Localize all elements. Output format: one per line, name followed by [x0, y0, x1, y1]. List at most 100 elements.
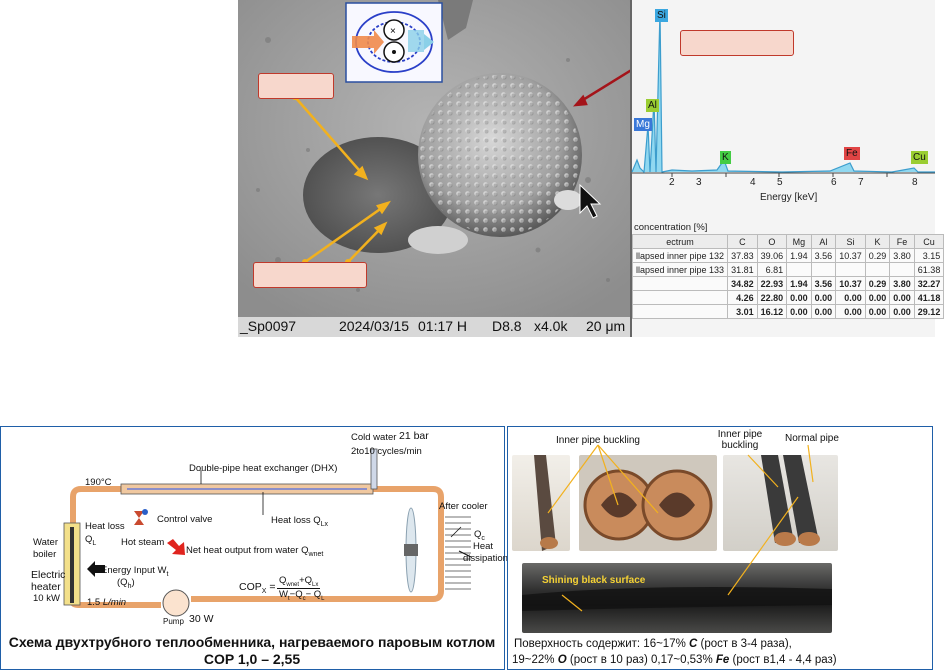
table-cell — [786, 262, 812, 277]
x-tick: 5 — [777, 177, 783, 188]
electric-heater-label: Electric heater — [31, 569, 66, 593]
sem-scale: 20 μm — [586, 318, 626, 334]
water-boiler-label: Water boiler — [33, 537, 58, 560]
photo-pipe-comparison — [723, 455, 838, 551]
table-cell: 0.00 — [864, 290, 891, 305]
table-cell: 22.80 — [756, 290, 788, 305]
heater-power-label: 10 kW — [33, 593, 60, 604]
shining-label: Shining black surface — [542, 575, 646, 586]
table-header-cell: C — [727, 234, 758, 249]
table-cell: 31.81 — [727, 262, 758, 277]
sem-mag: x4.0k — [534, 318, 568, 334]
peak-si: Si — [655, 9, 668, 22]
caption-line2: COP 1,0 – 2,55 — [203, 651, 301, 667]
qh-label: (Qh) — [117, 577, 135, 590]
table-cell — [631, 290, 729, 305]
heat-dissipation-label: Heat dissipation — [463, 541, 508, 564]
table-cell: llapsed inner pipe 133 — [631, 262, 729, 277]
x-axis-title: Energy [keV] — [760, 192, 818, 203]
table-cell — [889, 262, 915, 277]
flow-label: 1.5 L/min — [87, 597, 127, 608]
x-tick: 7 — [858, 177, 864, 188]
table-cell: 3.15 — [913, 248, 944, 263]
dhx-diagram-panel: Cold water 21 bar 2to10 cycles/min 190°C… — [0, 426, 508, 670]
cold-water-label: Cold water — [351, 432, 397, 443]
table-cell: 0.00 — [835, 304, 866, 319]
table-cell: 3.80 — [889, 276, 915, 291]
control-valve-label: Control valve — [157, 514, 213, 525]
table-header-cell: Mg — [786, 234, 812, 249]
table-cell: 0.00 — [786, 304, 812, 319]
concentration-title: concentration [%] — [634, 222, 708, 233]
table-header-cell: O — [756, 234, 788, 249]
table-cell: 32.27 — [913, 276, 944, 291]
svg-text:×: × — [390, 26, 396, 37]
sem-footer: _Sp0097 2024/03/15 01:17 H D8.8 x4.0k 20… — [238, 317, 630, 337]
table-cell: llapsed inner pipe 132 — [631, 248, 729, 263]
peak-cu: Cu — [911, 151, 928, 164]
table-cell — [835, 262, 866, 277]
table-cell — [631, 276, 729, 291]
qc-label: Qc — [474, 529, 485, 542]
after-cooler-label: After cooler — [439, 501, 488, 512]
x-tick: 4 — [750, 177, 756, 188]
sem-time: 01:17 H — [418, 318, 468, 334]
table-cell: 34.82 — [727, 276, 758, 291]
table-cell: 0.29 — [864, 276, 891, 291]
table-cell: 29.12 — [913, 304, 944, 319]
sem-image: × _Sp0097 2024/03/15 01:17 H D8.8 x4.0k … — [238, 0, 681, 337]
table-cell: 6.81 — [756, 262, 788, 277]
table-cell: 37.83 — [727, 248, 758, 263]
table-cell: 0.00 — [889, 304, 915, 319]
normal-pipe-label: Normal pipe — [785, 433, 839, 444]
dhx-label: Double-pipe heat exchanger (DHX) — [189, 463, 338, 474]
composition-line2: 19~22% O (рост в 10 раз) 0,17~0,53% Fe (… — [512, 654, 837, 666]
table-cell: 0.00 — [889, 290, 915, 305]
caption-line1: Схема двухтрубного теплообменника, нагре… — [8, 634, 496, 650]
pipe-photos-panel: Inner pipe buckling Inner pipe buckling … — [507, 426, 933, 670]
inner-buckling-label-1: Inner pipe buckling — [556, 435, 640, 446]
table-header-cell: Al — [810, 234, 837, 249]
table-header-cell: ectrum — [631, 234, 729, 249]
table-cell — [631, 304, 729, 319]
sem-date: 2024/03/15 — [339, 318, 410, 334]
x-tick: 6 — [831, 177, 837, 188]
x-tick: 2 — [669, 177, 675, 188]
peak-al: Al — [646, 99, 659, 112]
table-cell: 16.12 — [756, 304, 788, 319]
cop-numerator: Qwnet+QLx — [277, 575, 321, 589]
table-cell: 0.00 — [810, 304, 837, 319]
table-cell: 0.00 — [864, 304, 891, 319]
peak-mg: Mg — [634, 118, 652, 131]
cycles-label: 2to10 cycles/min — [351, 446, 422, 457]
x-tick: 8 — [912, 177, 918, 188]
table-cell — [810, 262, 837, 277]
table-header-cell: K — [864, 234, 891, 249]
table-cell: 10.37 — [835, 248, 866, 263]
peak-k: K — [720, 151, 731, 164]
table-header-cell: Cu — [913, 234, 944, 249]
table-header-cell: Si — [835, 234, 866, 249]
inner-buckling-label-2: Inner pipe buckling — [717, 429, 763, 451]
eds-spectrum — [631, 9, 935, 177]
photo-black-surface: Shining black surface — [522, 563, 832, 633]
callout-box-left — [258, 73, 334, 99]
sem-id: _Sp0097 — [240, 318, 297, 334]
table-cell: 0.00 — [835, 290, 866, 305]
table-cell: 3.56 — [810, 276, 837, 291]
table-header-cell: Fe — [889, 234, 915, 249]
net-heat-label: Net heat output from water Qwnet — [186, 545, 324, 558]
cop-denominator: Wt−Qc− QL — [279, 589, 325, 602]
peak-fe: Fe — [844, 147, 860, 160]
ql-label: QL — [85, 534, 97, 547]
cop-formula: COPX = — [239, 581, 276, 596]
x-tick: 3 — [696, 177, 702, 188]
table-cell: 0.29 — [864, 248, 891, 263]
